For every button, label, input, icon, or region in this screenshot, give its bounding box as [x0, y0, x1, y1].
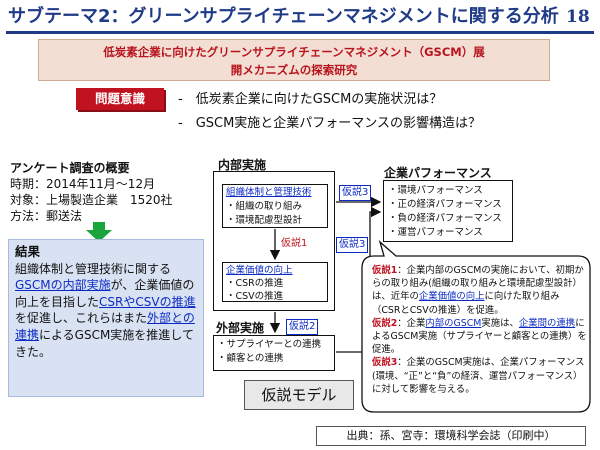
outer-item-2: ・顧客との連携	[217, 353, 284, 364]
research-title-banner: 低炭素企業に向けたグリーンサプライチェーンマネジメント（GSCM）展 開メカニズ…	[38, 39, 550, 81]
corporate-performance-label: 企業パフォーマンス	[384, 166, 492, 180]
survey-overview: アンケート調査の概要 時期：2014年11月～12月 対象：上場製造企業 152…	[10, 160, 200, 224]
survey-method: 方法：郵送法	[10, 209, 83, 223]
banner-line-1: 低炭素企業に向けたグリーンサプライチェーンマネジメント（GSCM）展	[103, 45, 485, 59]
value-item-2: ・CSVの推進	[226, 291, 284, 302]
result-text: 組織体制と管理技術に関するGSCMの内部実施が、企業価値の向上を目指したCSRや…	[15, 261, 196, 359]
perf-item-4: ・運営パフォーマンス	[388, 227, 483, 238]
hypothesis-1-tag: 仮説1	[281, 238, 308, 249]
survey-heading: アンケート調査の概要	[10, 161, 130, 175]
org-item-1: ・組織の取り組み	[226, 201, 303, 212]
source-citation: 出典：孫、宮寺：環境科学会誌（印刷中）	[316, 426, 586, 446]
perf-item-1: ・環境パフォーマンス	[388, 185, 483, 196]
outer-item-1: ・サプライヤーとの連携	[217, 339, 322, 350]
result-title: 結果	[15, 244, 41, 259]
survey-target: 対象：上場製造企業 1520社	[10, 193, 173, 207]
org-item-2: ・環境配慮型設計	[226, 215, 303, 226]
slide-title: サブテーマ2：グリーンサプライチェーンマネジメントに関する分析	[8, 6, 559, 27]
perf-item-2: ・正の経済パフォーマンス	[388, 199, 502, 210]
org-management-box: 組織体制と管理技術 ・組織の取り組み ・環境配慮型設計	[222, 184, 328, 228]
hypothesis-3-explanation: 仮説3：企業のGSCM実施は、企業パフォーマンス(環境、“正”と“負”の経済、運…	[372, 357, 585, 395]
banner-line-2: 開メカニズムの探索研究	[230, 63, 358, 77]
inner-practice-frame	[213, 171, 335, 311]
hypothesis-model-label: 仮説モデル	[244, 380, 354, 410]
hypothesis-2-explanation: 仮説2：企業内部のGSCM実施は、企業間の連携によるGSCM実施（サプライヤーと…	[372, 317, 587, 356]
result-highlight-inner: GSCMの内部実施	[15, 278, 111, 293]
hypothesis-explanations: 仮説1：企業内部のGSCMの実施において、初期からの取り組み(組織の取り組みと環…	[372, 264, 587, 396]
perf-item-3: ・負の経済パフォーマンス	[388, 213, 502, 224]
external-practice-box: ・サプライヤーとの連携 ・顧客との連携	[213, 335, 335, 371]
question-2: - GSCM実施と企業パフォーマンスの影響構造は？	[178, 116, 482, 131]
page-number: 18	[566, 7, 590, 27]
hypothesis-3-tag-top: 仮説3	[339, 185, 372, 201]
question-1: - 低炭素企業に向けたGSCMの実施状況は？	[178, 92, 443, 107]
result-highlight-external: 外部との連携	[15, 311, 195, 342]
hypothesis-1-explanation: 仮説1：企業内部のGSCMの実施において、初期からの取り組み(組織の取り組みと環…	[372, 265, 584, 316]
corporate-performance-box: ・環境パフォーマンス ・正の経済パフォーマンス ・負の経済パフォーマンス ・運営…	[383, 180, 513, 242]
hypothesis-2-tag: 仮説2	[286, 319, 319, 335]
hypothesis-3-tag-bottom: 仮説3	[336, 237, 369, 253]
org-management-title: 組織体制と管理技術	[226, 187, 312, 198]
title-divider	[6, 31, 594, 34]
inner-practice-label: 内部実施	[218, 158, 267, 172]
problem-label: 問題意識	[76, 88, 164, 110]
result-box: 結果 組織体制と管理技術に関するGSCMの内部実施が、企業価値の向上を目指したC…	[8, 239, 204, 397]
corporate-value-box: 企業価値の向上 ・CSRの推進 ・CSVの推進	[222, 262, 328, 302]
external-practice-label: 外部実施	[216, 321, 265, 335]
value-item-1: ・CSRの推進	[226, 278, 284, 289]
down-arrow-icon	[86, 222, 112, 242]
result-highlight-csr: CSRやCSVの推進	[99, 294, 196, 309]
corporate-value-title: 企業価値の向上	[226, 265, 293, 276]
explanation-bubble	[361, 240, 591, 413]
survey-period: 時期：2014年11月～12月	[10, 177, 156, 191]
